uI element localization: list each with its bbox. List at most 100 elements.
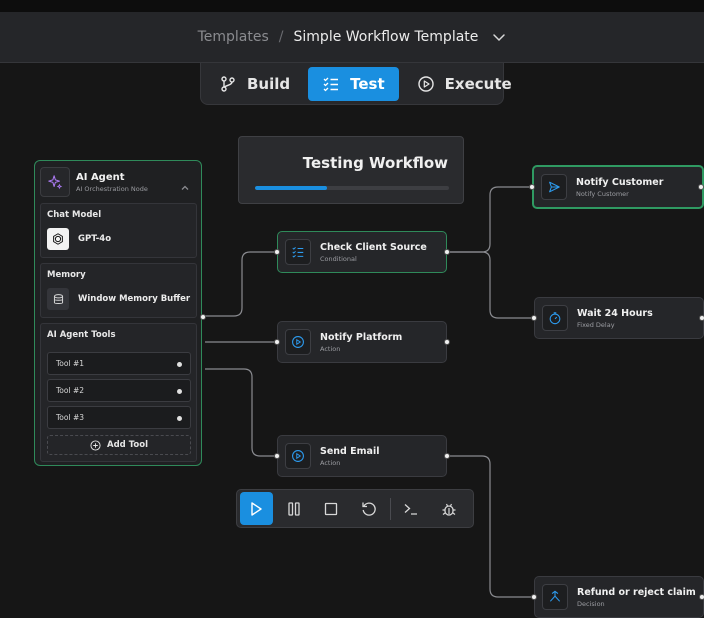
checklist-icon	[285, 239, 311, 265]
play-circle-icon	[285, 329, 311, 355]
input-port[interactable]	[531, 594, 537, 600]
node-refund-or-reject-claim[interactable]: Refund or reject claim Decision	[531, 576, 704, 618]
database-icon	[47, 288, 69, 310]
reset-button[interactable]	[353, 492, 386, 525]
node-title: Notify Customer	[576, 176, 664, 188]
edge-check-wait	[446, 251, 534, 319]
node-subtitle: Decision	[577, 599, 605, 608]
chevron-down-icon[interactable]	[492, 30, 506, 44]
mode-build-button[interactable]: Build	[205, 67, 304, 101]
node-subtitle: Action	[320, 344, 341, 353]
git-branch-icon	[221, 75, 235, 92]
stopwatch-icon	[542, 305, 568, 331]
node-check-client-source[interactable]: Check Client Source Conditional	[274, 231, 450, 273]
tool-item[interactable]: Tool #2	[47, 379, 191, 402]
ai-agent-node[interactable]: AI Agent AI Orchestration Node Chat Mode…	[34, 160, 206, 466]
tool-item[interactable]: Tool #1	[47, 352, 191, 375]
split-icon	[542, 584, 568, 610]
run-controls-toolbar	[236, 489, 474, 528]
mode-label: Build	[247, 74, 291, 93]
edge-agent-send-email	[205, 368, 278, 457]
edge-agent-check-client	[205, 251, 278, 317]
chat-model-section[interactable]: Chat Model GPT-4o	[40, 203, 197, 258]
node-title: Wait 24 Hours	[577, 307, 653, 319]
tool-item[interactable]: Tool #3	[47, 406, 191, 429]
terminal-icon	[404, 503, 418, 515]
agent-header: AI Agent AI Orchestration Node	[40, 166, 196, 198]
progress-bar-fill	[255, 186, 327, 190]
node-subtitle: Notify Customer	[576, 189, 629, 198]
mode-test-button[interactable]: Test	[308, 66, 399, 101]
input-port[interactable]	[274, 249, 280, 255]
output-port[interactable]	[699, 594, 704, 600]
mode-label: Test	[350, 74, 385, 93]
play-button[interactable]	[240, 492, 273, 525]
header-bar: Templates / Simple Workflow Template	[0, 12, 704, 63]
tool-port[interactable]	[177, 389, 182, 394]
output-port[interactable]	[698, 184, 704, 190]
node-title: Send Email	[320, 445, 380, 457]
progress-bar	[255, 186, 449, 190]
memory-label: Memory	[47, 270, 86, 280]
openai-icon	[47, 228, 69, 250]
stop-button[interactable]	[315, 492, 348, 525]
tool-port[interactable]	[177, 416, 182, 421]
send-icon	[541, 174, 567, 200]
chevron-up-icon[interactable]	[180, 178, 190, 197]
input-port[interactable]	[274, 453, 280, 459]
breadcrumb-root[interactable]: Templates	[197, 29, 269, 45]
input-port[interactable]	[531, 315, 537, 321]
reset-icon	[362, 501, 376, 516]
node-subtitle: Conditional	[320, 254, 357, 263]
breadcrumb-separator: /	[278, 29, 284, 45]
input-port[interactable]	[529, 184, 535, 190]
tool-label: Tool #1	[56, 359, 85, 368]
mode-switcher: Build Test Execute	[200, 63, 512, 105]
node-wait-24-hours[interactable]: Wait 24 Hours Fixed Delay	[531, 297, 704, 339]
debug-icon	[442, 503, 456, 516]
top-strip	[0, 0, 704, 12]
stop-icon	[325, 502, 338, 515]
node-notify-platform[interactable]: Notify Platform Action	[274, 321, 450, 363]
agent-output-port[interactable]	[200, 314, 206, 320]
plus-circle-icon	[90, 439, 101, 451]
memory-row[interactable]: Window Memory Buffer	[47, 288, 190, 310]
chat-model-row[interactable]: GPT-4o	[47, 228, 111, 250]
node-subtitle: Fixed Delay	[577, 320, 615, 329]
chat-model-label: Chat Model	[47, 210, 102, 220]
agent-tools-label: AI Agent Tools	[47, 330, 116, 340]
agent-subtitle: AI Orchestration Node	[76, 184, 148, 193]
play-icon	[251, 501, 262, 516]
memory-name: Window Memory Buffer	[78, 294, 191, 304]
breadcrumb-current: Simple Workflow Template	[293, 29, 479, 45]
agent-tools-section: AI Agent Tools Tool #1 Tool #2 Tool #3 A…	[40, 323, 197, 462]
mode-label: Execute	[444, 74, 512, 93]
node-title: Refund or reject claim	[577, 586, 696, 598]
checklist-icon	[323, 77, 339, 91]
output-port[interactable]	[444, 249, 450, 255]
pause-button[interactable]	[278, 492, 311, 525]
agent-title: AI Agent	[76, 171, 125, 183]
play-circle-icon	[417, 75, 434, 92]
node-title: Notify Platform	[320, 331, 403, 343]
tool-port[interactable]	[177, 362, 182, 367]
debug-button[interactable]	[432, 492, 465, 525]
tool-label: Tool #2	[56, 386, 85, 395]
add-tool-label: Add Tool	[107, 440, 148, 450]
mode-execute-button[interactable]: Execute	[403, 67, 526, 101]
tool-label: Tool #3	[56, 413, 85, 422]
testing-progress-card: Testing Workflow	[238, 136, 464, 204]
chat-model-name: GPT-4o	[78, 234, 112, 244]
output-port[interactable]	[699, 315, 704, 321]
node-subtitle: Action	[320, 458, 341, 467]
add-tool-button[interactable]: Add Tool	[47, 435, 191, 455]
input-port[interactable]	[274, 339, 280, 345]
output-port[interactable]	[444, 339, 450, 345]
output-port[interactable]	[444, 453, 450, 459]
memory-section[interactable]: Memory Window Memory Buffer	[40, 263, 197, 318]
node-notify-customer[interactable]: Notify Customer Notify Customer	[529, 165, 704, 209]
terminal-button[interactable]	[395, 492, 428, 525]
pause-icon	[288, 501, 300, 516]
play-circle-icon	[285, 443, 311, 469]
node-send-email[interactable]: Send Email Action	[274, 435, 450, 477]
